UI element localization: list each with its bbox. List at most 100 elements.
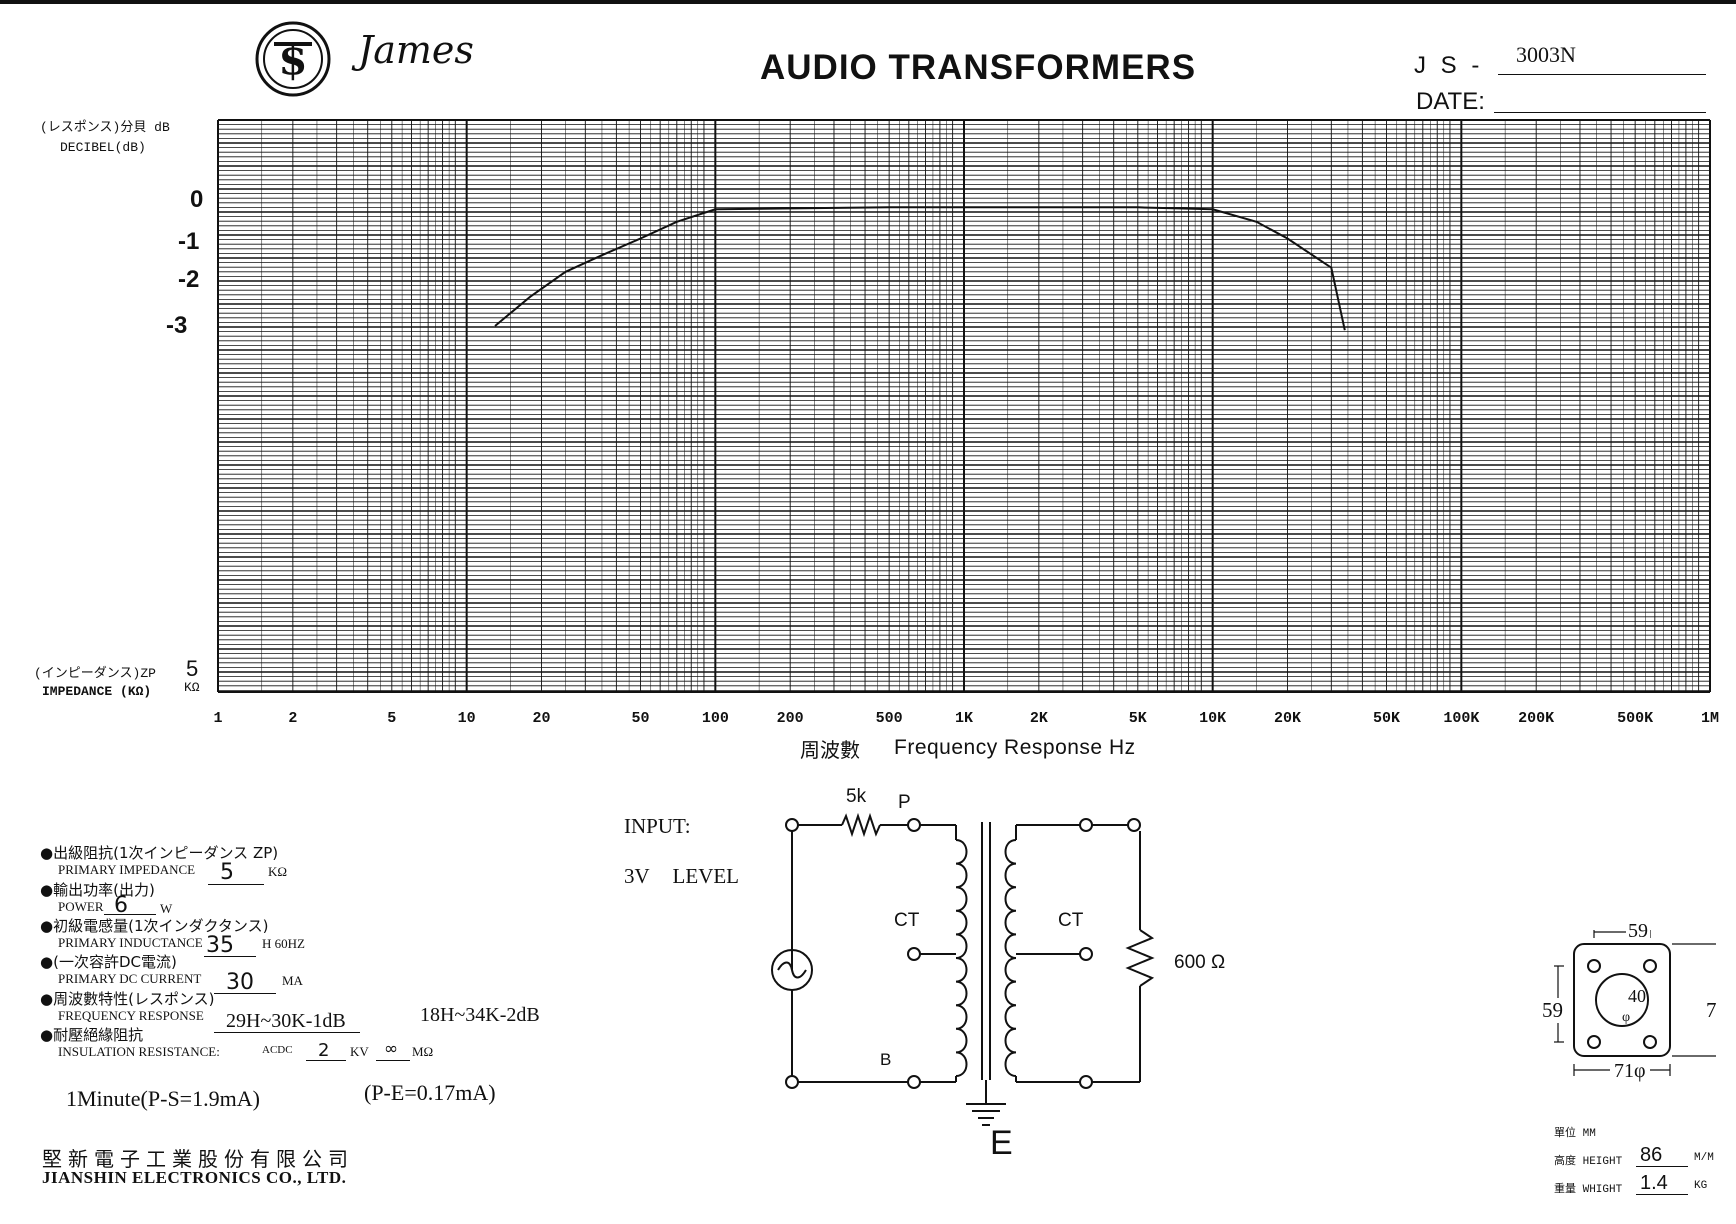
spec-insulation-mohm-unit: MΩ	[412, 1044, 434, 1059]
x-tick-label: 200	[777, 710, 804, 727]
spec-inductance-label: PRIMARY INDUCTANCE	[58, 935, 203, 950]
x-tick-label: 50	[631, 710, 649, 727]
spec-insulation-kv-value: 2	[318, 1040, 330, 1061]
underline	[1636, 1166, 1688, 1167]
spec-dc-current-value: 30	[226, 970, 254, 995]
dim-height-label: 高度 HEIGHT	[1554, 1156, 1623, 1168]
underline	[104, 914, 156, 915]
impedance-value: 5	[186, 656, 199, 681]
x-axis-label-jp: 周波數	[800, 740, 860, 762]
y-tick-label: 0	[190, 186, 204, 213]
y-tick-label: -1	[178, 228, 200, 255]
response-curve	[494, 206, 1346, 331]
spec-insulation-mid: ACDC	[262, 1044, 293, 1056]
level-label: 3V LEVEL	[624, 864, 740, 888]
y-tick-label: -3	[166, 312, 188, 339]
x-tick-label: 2	[288, 710, 297, 727]
spec-inductance-jp: ●初級電感量(1次インダクタンス)	[40, 917, 269, 935]
y-axis-label: DECIBEL(dB)	[60, 140, 146, 155]
underline	[214, 993, 276, 994]
x-tick-label: 5	[387, 710, 396, 727]
spec-insulation-jp: ●耐壓絕緣阻抗	[40, 1026, 144, 1044]
model-label: J S -	[1414, 52, 1484, 79]
load-resistor-icon	[1125, 929, 1155, 987]
x-tick-label: 10K	[1199, 710, 1226, 727]
input-label: INPUT:	[624, 814, 691, 838]
page-title: AUDIO TRANSFORMERS	[760, 48, 1197, 87]
dim-height-value: 86	[1640, 1144, 1663, 1166]
x-tick-label: 100	[702, 710, 729, 727]
spec-dc-current-unit: MA	[282, 973, 303, 988]
ct-secondary-label: CT	[1058, 910, 1084, 931]
x-tick-label: 2K	[1030, 710, 1048, 727]
spec-freq-response-jp: ●周波數特性(レスポンス)	[40, 990, 215, 1008]
minute-line-1: 1Minute(P-S=1.9mA)	[66, 1086, 260, 1111]
dim-left-height: 59	[1542, 998, 1563, 1023]
x-tick-label: 5K	[1129, 710, 1147, 727]
spec-inductance-value: 35	[206, 933, 234, 958]
ct-primary-label: CT	[894, 910, 920, 931]
dim-unit: 單位 MM	[1554, 1128, 1596, 1140]
x-tick-label: 1M	[1701, 710, 1719, 727]
ground-label: E	[990, 1124, 1013, 1162]
underline	[376, 1060, 410, 1061]
resistor-5k-icon	[841, 812, 881, 838]
x-tick-label: 1K	[955, 710, 973, 727]
secondary-coil-icon	[1004, 839, 1017, 1077]
y-axis-label-jp: (レスポンス)分貝 dB	[40, 120, 170, 135]
x-tick-label: 200K	[1518, 710, 1554, 727]
dim-weight-label: 重量 WHIGHT	[1554, 1184, 1623, 1196]
x-tick-label: 500K	[1617, 710, 1653, 727]
spec-insulation-mohm-value: ∞	[384, 1039, 399, 1059]
x-tick-label: 50K	[1373, 710, 1400, 727]
company-name-jp: 堅新電子工業股份有限公司	[42, 1147, 354, 1171]
james-logo-icon: $	[255, 21, 331, 97]
spec-power-value: 6	[114, 893, 128, 918]
x-axis-label: Frequency Response Hz	[894, 736, 1136, 759]
spec-power-label: POWER	[58, 899, 104, 914]
x-tick-label: 500	[876, 710, 903, 727]
b-label: B	[880, 1050, 892, 1069]
spec-dc-current-label: PRIMARY DC CURRENT	[58, 971, 202, 986]
x-tick-label: 1	[213, 710, 222, 727]
spec-dc-current-jp: ●(一次容許DC電流)	[40, 953, 177, 971]
x-tick-label: 10	[458, 710, 476, 727]
model-underline	[1498, 74, 1706, 75]
resistor-label: 5k	[846, 786, 867, 807]
date-label: DATE:	[1416, 88, 1485, 115]
dim-weight-value: 1.4	[1640, 1172, 1668, 1194]
impedance-label-jp: (インピーダンス)ZP	[34, 666, 156, 681]
brand-name: James	[358, 28, 474, 72]
p-label: P	[898, 792, 911, 813]
company-name-en: JIANSHIN ELECTRONICS CO., LTD.	[42, 1168, 347, 1187]
underline	[208, 884, 264, 885]
underline	[204, 956, 256, 957]
spec-inductance-unit: H 60HZ	[262, 936, 305, 951]
spec-insulation-label: INSULATION RESISTANCE:	[58, 1044, 220, 1059]
spec-freq-response-value1: 29H~30K-1dB	[226, 1010, 346, 1032]
spec-primary-impedance-value: 5	[220, 860, 234, 885]
model-value: 3003N	[1516, 42, 1576, 67]
dim-center-dia: 40	[1628, 986, 1646, 1006]
dim-bottom-width: 71φ	[1610, 1060, 1650, 1083]
dim-top-width: 59	[1626, 920, 1650, 943]
impedance-label: IMPEDANCE (KΩ)	[42, 684, 152, 699]
primary-coil-icon	[955, 839, 968, 1077]
date-underline	[1494, 112, 1706, 113]
x-tick-label: 20	[533, 710, 551, 727]
minute-line-2: (P-E=0.17mA)	[364, 1080, 496, 1105]
spec-primary-impedance-unit: KΩ	[268, 864, 288, 879]
dim-center-sub: φ	[1621, 1010, 1631, 1025]
spec-freq-response-value2: 18H~34K-2dB	[420, 1004, 540, 1026]
spec-freq-response-label: FREQUENCY RESPONSE	[58, 1008, 204, 1023]
spec-primary-impedance-jp: ●出級阻抗(1次インピーダンス ZP)	[40, 844, 279, 862]
dim-height-unit: M/M	[1694, 1152, 1714, 1164]
x-tick-label: 100K	[1443, 710, 1479, 727]
circuit-diagram	[771, 812, 1155, 1126]
impedance-unit: KΩ	[184, 680, 200, 695]
load-label: 600 Ω	[1174, 952, 1226, 973]
top-border	[0, 0, 1736, 4]
underline	[306, 1060, 346, 1061]
underline	[214, 1032, 360, 1033]
